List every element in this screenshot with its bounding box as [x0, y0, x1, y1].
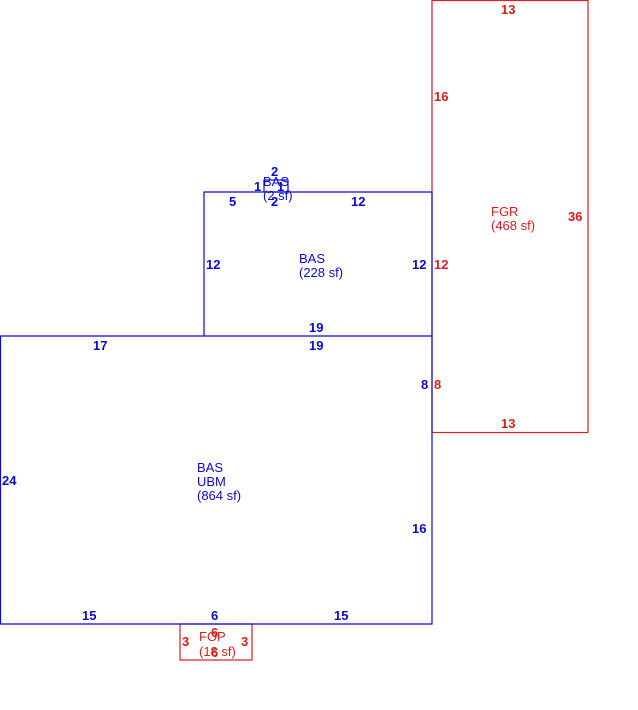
dim-small-left: 1	[254, 179, 261, 194]
fgr-label: FGR	[491, 204, 518, 219]
bas-small-label: BAS	[263, 174, 289, 189]
dim-main-bottom-mid: 6	[211, 608, 218, 623]
bas-upper-label: BAS	[299, 251, 325, 266]
fop-label: FOP	[199, 629, 226, 644]
dim-main-top-left: 17	[93, 338, 107, 353]
dim-upper-top-right: 12	[351, 194, 365, 209]
dim-fop-top: 6	[211, 625, 218, 640]
dim-upper-left: 12	[206, 257, 220, 272]
dim-fgr-left-mid: 12	[434, 257, 448, 272]
bas-small-area: (2 sf)	[263, 188, 293, 203]
bas-small-outline	[263, 179, 289, 193]
dim-small-top: 2	[271, 164, 278, 179]
dim-small-bottom: 2	[271, 194, 278, 209]
bas-main-outline	[0, 335, 433, 625]
fop-area: (18 sf)	[199, 644, 236, 659]
bas-upper-outline	[203, 191, 433, 336]
dim-fgr-bottom: 13	[501, 416, 515, 431]
dim-fgr-left-lower: 8	[434, 377, 441, 392]
dim-fgr-left-upper: 16	[434, 89, 448, 104]
dim-fop-bottom: 6	[211, 645, 218, 660]
dim-main-right-lower: 16	[412, 521, 426, 536]
fgr-area: (468 sf)	[491, 218, 535, 233]
dim-fgr-right: 36	[568, 209, 582, 224]
dim-main-bottom-right: 15	[334, 608, 348, 623]
dim-main-bottom-left: 15	[82, 608, 96, 623]
dim-main-left: 24	[2, 473, 17, 488]
bas-main-label: BAS	[197, 460, 223, 475]
dim-fop-left: 3	[182, 634, 189, 649]
dim-fop-right: 3	[241, 634, 248, 649]
dim-upper-top-left: 5	[229, 194, 236, 209]
bas-main-area: (864 sf)	[197, 488, 241, 503]
dim-main-right-upper: 8	[421, 377, 428, 392]
dim-fgr-top: 13	[501, 2, 515, 17]
dim-upper-right: 12	[412, 257, 426, 272]
dim-upper-bottom: 19	[309, 320, 323, 335]
ubm-label: UBM	[197, 474, 226, 489]
dim-small-right: 1	[277, 179, 284, 194]
bas-upper-area: (228 sf)	[299, 265, 343, 280]
dim-main-top-right: 19	[309, 338, 323, 353]
